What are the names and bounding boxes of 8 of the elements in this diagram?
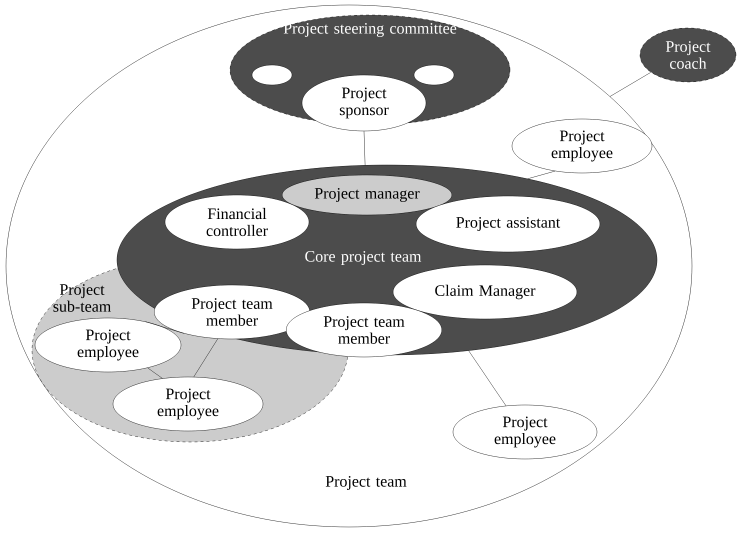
connector-line bbox=[194, 338, 218, 378]
member-ellipse bbox=[414, 64, 454, 86]
connector-line bbox=[468, 350, 506, 406]
member-ellipse bbox=[252, 64, 292, 86]
connector-line bbox=[364, 131, 366, 166]
connector-line bbox=[145, 321, 184, 334]
connector-line bbox=[147, 368, 163, 379]
connector-line bbox=[610, 72, 652, 97]
